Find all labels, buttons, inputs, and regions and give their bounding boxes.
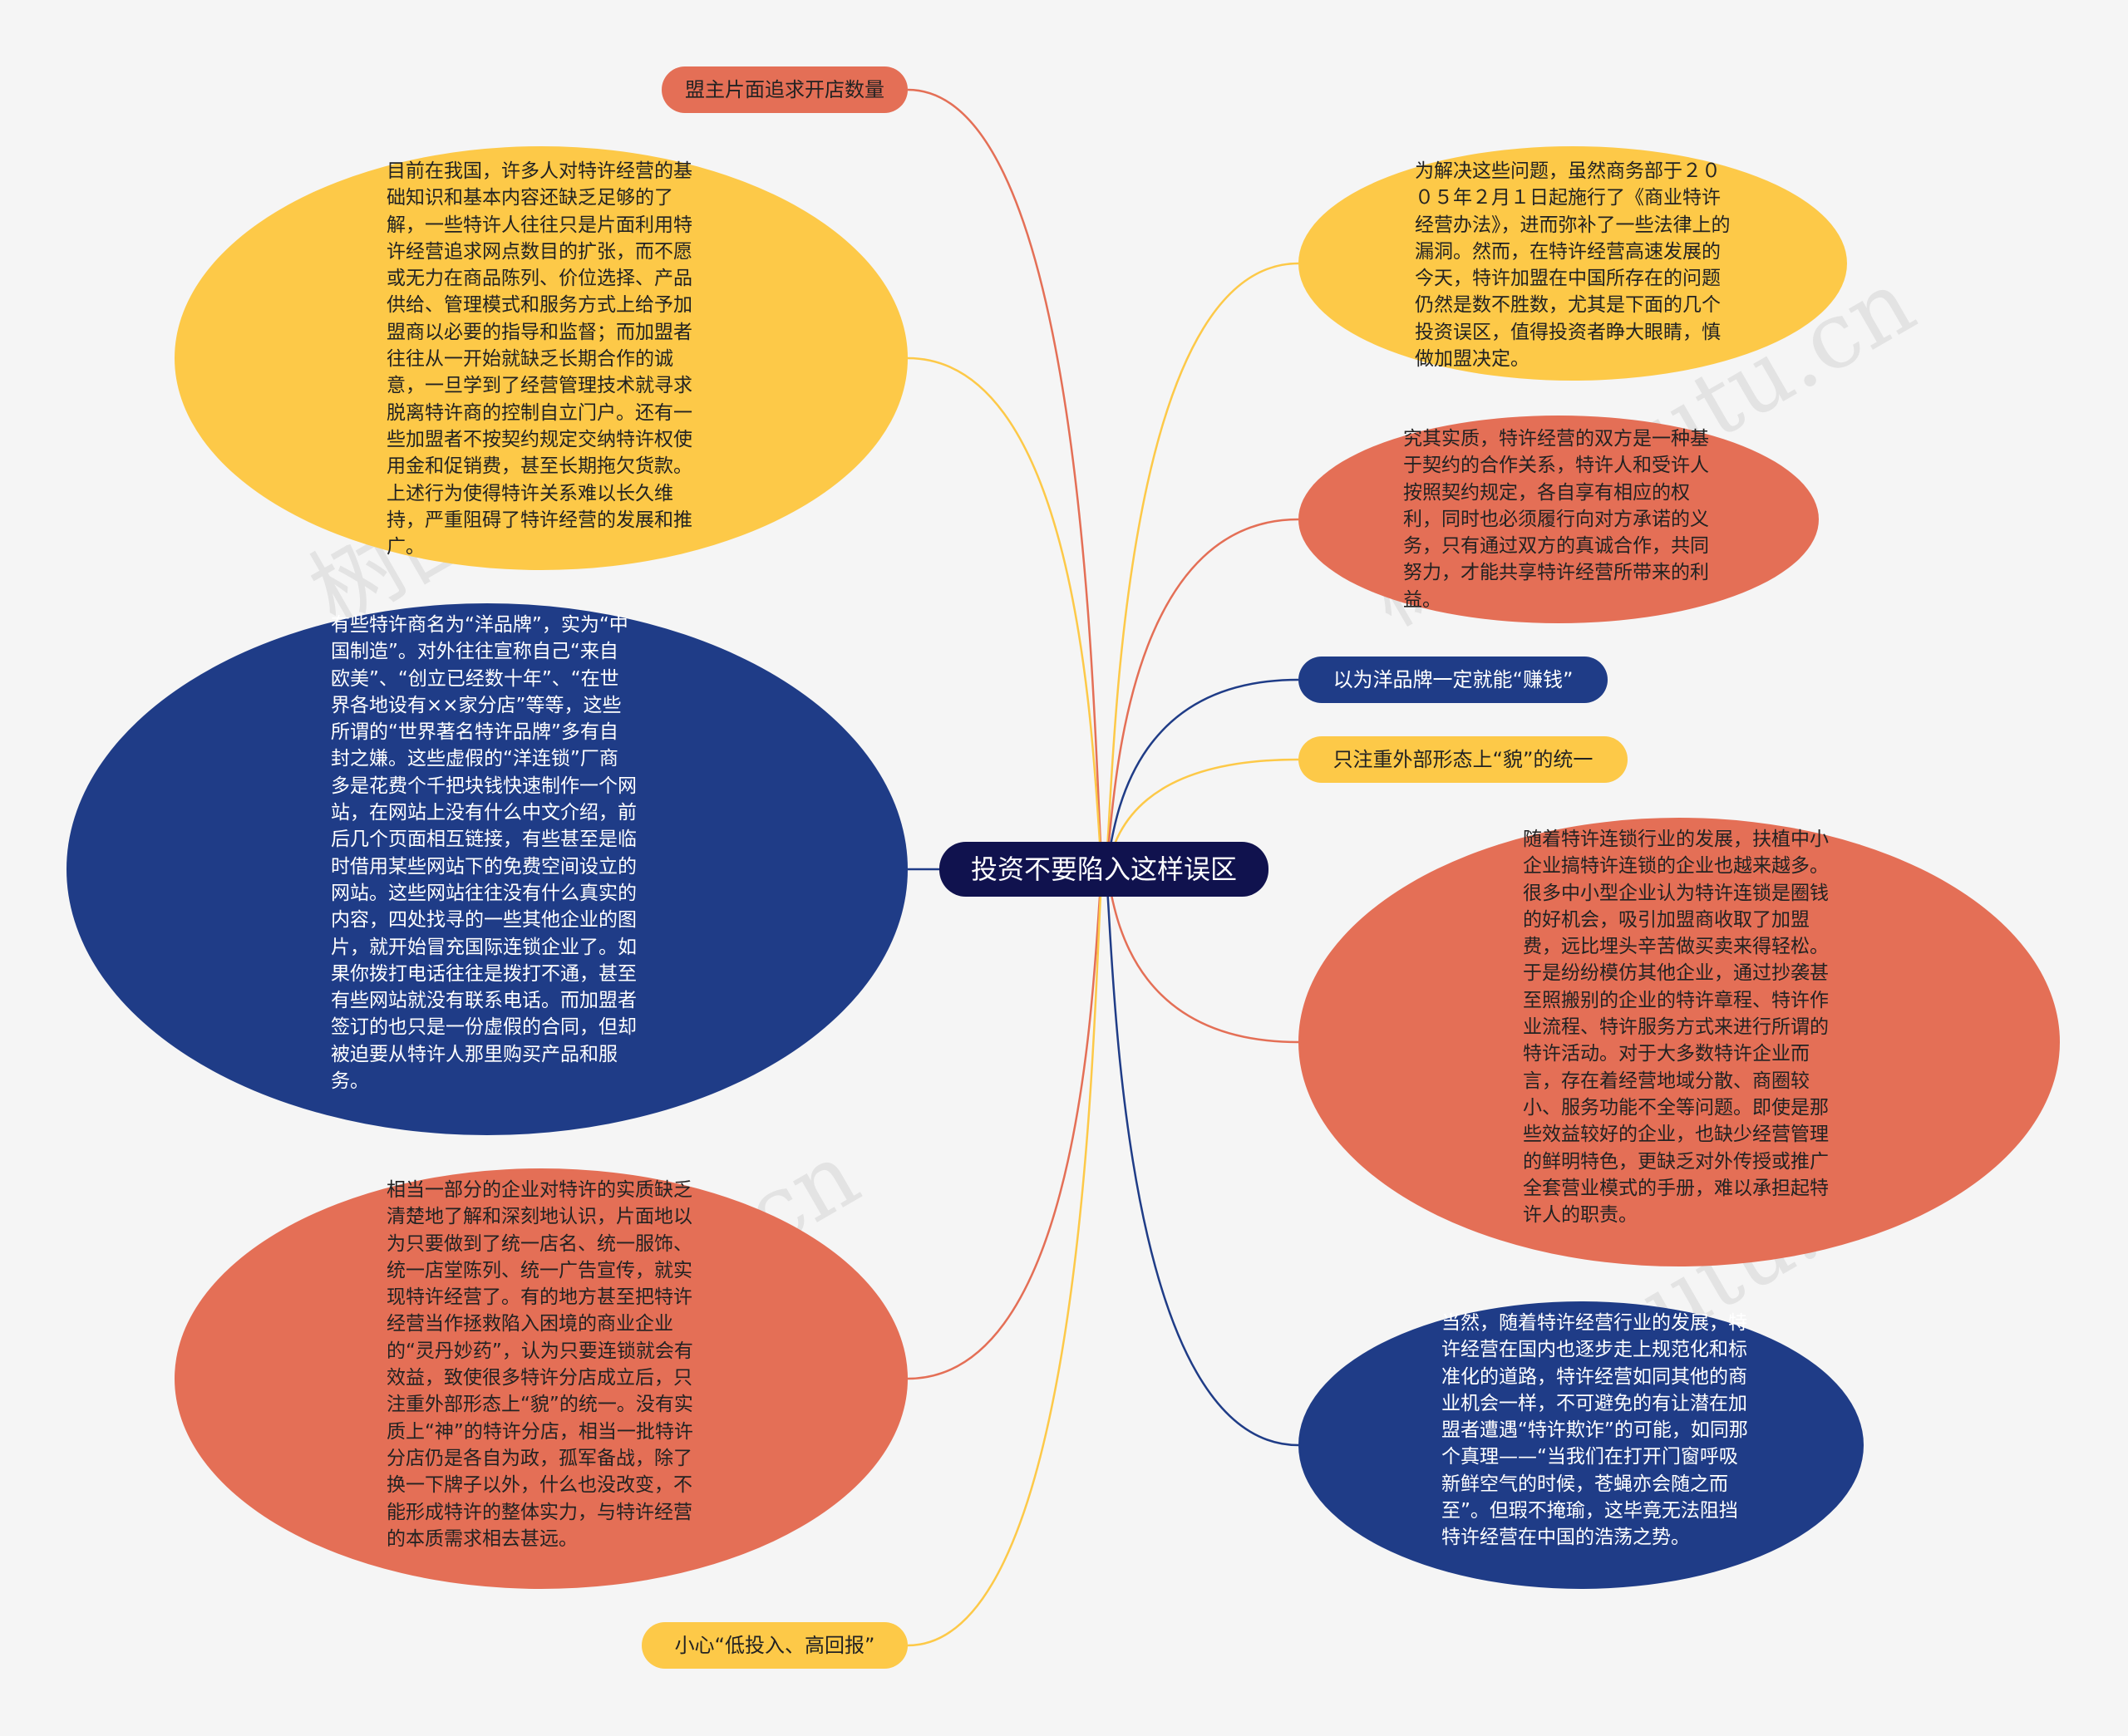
topic-text: 相当一部分的企业对特许的实质缺乏清楚地了解和深刻地认识，片面地以为只要做到了统一…	[387, 1179, 693, 1550]
topic-text: 目前在我国，许多人对特许经营的基础知识和基本内容还缺乏足够的了解，一些特许人往往…	[387, 160, 692, 558]
connector-r6	[1104, 868, 1299, 1447]
topic-appearance-uniformity[interactable]: 只注重外部形态上“貌”的统一	[1298, 736, 1628, 783]
topic-superficial-uniformity[interactable]: 相当一部分的企业对特许的实质缺乏清楚地了解和深刻地认识，片面地以为只要做到了统一…	[175, 1168, 908, 1589]
topic-fake-foreign-brand[interactable]: 有些特许商名为“洋品牌”，实为“中国制造”。对外往往宣称自己“来自欧美”、“创立…	[66, 603, 908, 1135]
connector-r2	[1104, 518, 1299, 870]
topic-franchise-knowledge-lack[interactable]: 目前在我国，许多人对特许经营的基础知识和基本内容还缺乏足够的了解，一些特许人往往…	[175, 146, 908, 570]
topic-text: 为解决这些问题，虽然商务部于２００５年２月１日起施行了《商业特许经营办法》，进而…	[1415, 160, 1731, 371]
topic-text: 究其实质，特许经营的双方是一种基于契约的合作关系，特许人和受许人按照契约规定，各…	[1403, 428, 1709, 611]
topic-low-input-high-return[interactable]: 小心“低投入、高回报”	[642, 1622, 908, 1669]
connector-r1	[1104, 262, 1299, 870]
topic-commerce-regulation[interactable]: 为解决这些问题，虽然商务部于２００５年２月１日起施行了《商业特许经营办法》，进而…	[1298, 146, 1847, 381]
topic-label: 以为洋品牌一定就能“赚钱”	[1332, 667, 1574, 691]
connector-l1	[907, 88, 1104, 870]
topic-text: 随着特许连锁行业的发展，扶植中小企业搞特许连锁的企业也越来越多。很多中小型企业认…	[1523, 829, 1829, 1227]
central-topic[interactable]: 投资不要陷入这样误区	[939, 842, 1268, 897]
connector-l5	[907, 868, 1104, 1647]
connector-r3	[1104, 678, 1299, 870]
connector-l2	[907, 357, 1104, 870]
central-topic-label: 投资不要陷入这样误区	[970, 853, 1237, 885]
connector-l4	[907, 868, 1104, 1380]
topic-label: 小心“低投入、高回报”	[674, 1633, 875, 1657]
topic-label: 只注重外部形态上“貌”的统一	[1332, 747, 1594, 771]
topic-foreign-brand-profit[interactable]: 以为洋品牌一定就能“赚钱”	[1298, 657, 1608, 703]
topic-contract-cooperation[interactable]: 究其实质，特许经营的双方是一种基于契约的合作关系，特许人和受许人按照契约规定，各…	[1298, 416, 1819, 623]
topic-label: 盟主片面追求开店数量	[685, 77, 884, 101]
topic-shop-count-pursuit[interactable]: 盟主片面追求开店数量	[662, 66, 908, 113]
topic-text: 当然，随着特许经营行业的发展，特许经营在国内也逐步走上规范化和标准化的道路，特许…	[1441, 1312, 1748, 1549]
topic-sme-franchise-copying[interactable]: 随着特许连锁行业的发展，扶植中小企业搞特许连锁的企业也越来越多。很多中小型企业认…	[1298, 818, 2060, 1266]
topic-franchise-fraud-risk[interactable]: 当然，随着特许经营行业的发展，特许经营在国内也逐步走上规范化和标准化的道路，特许…	[1298, 1301, 1864, 1589]
topic-text: 有些特许商名为“洋品牌”，实为“中国制造”。对外往往宣称自己“来自欧美”、“创立…	[331, 614, 637, 1093]
